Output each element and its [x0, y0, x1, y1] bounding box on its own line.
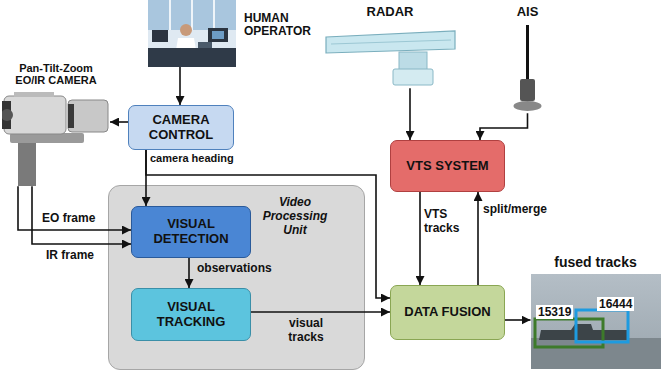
track-id-label: 16444	[597, 297, 634, 311]
illustration-label: Pan-Tilt-Zoom EO/IR CAMERA	[14, 62, 98, 86]
process-box: VISUAL TRACKING	[131, 288, 251, 341]
connector-arrow	[505, 319, 531, 321]
process-box: VISUAL DETECTION	[131, 206, 251, 258]
radar-antenna-photo	[323, 23, 458, 88]
illustration-part	[191, 0, 193, 30]
illustration-part	[208, 28, 228, 42]
connector-arrow	[146, 150, 390, 298]
illustration-part	[326, 31, 455, 53]
ais-illustration: AIS	[490, 5, 565, 113]
edge-label: observations	[197, 262, 272, 276]
edge-label: IR frame	[46, 249, 94, 263]
box-label: VISUAL DETECTION	[138, 217, 244, 247]
connector-arrow	[179, 67, 181, 105]
ais-antenna-photo	[495, 23, 560, 113]
illustration-label: fused tracks	[554, 255, 636, 270]
connector-arrow	[188, 258, 190, 288]
process-box: CAMERA CONTROL	[128, 105, 234, 150]
illustration-part	[2, 109, 13, 121]
illustration-part	[520, 79, 535, 101]
illustration-part	[393, 69, 433, 85]
illustration-part	[148, 0, 236, 30]
edge-label: VTS tracks	[424, 208, 472, 236]
fused-tracks-photo	[531, 274, 661, 369]
illustration-part	[526, 25, 529, 81]
connector-arrow	[18, 186, 131, 230]
illustration-part	[148, 0, 236, 67]
connector-arrow	[145, 150, 147, 206]
illustration-part	[148, 48, 236, 67]
edge-label: split/merge	[483, 203, 547, 217]
edge-label: visual tracks	[270, 317, 342, 345]
illustration-part	[213, 0, 215, 30]
connector-arrow	[477, 192, 479, 285]
connector-arrow	[419, 192, 421, 285]
illustration-part	[399, 52, 427, 70]
box-label: VISUAL TRACKING	[138, 300, 244, 330]
radar-illustration: RADAR	[320, 5, 460, 88]
process-box: DATA FUSION	[390, 285, 505, 340]
process-box: VTS SYSTEM	[390, 140, 505, 192]
box-label: VTS SYSTEM	[406, 159, 488, 174]
camera-illustration: Pan-Tilt-Zoom EO/IR CAMERA	[0, 62, 112, 186]
edge-label: camera heading	[150, 152, 234, 165]
illustration-part	[14, 92, 54, 97]
illustration-part	[198, 42, 212, 48]
illustration-part	[514, 101, 542, 111]
edge-label: EO frame	[42, 212, 95, 226]
connector-arrow	[110, 121, 128, 123]
illustration-part	[180, 24, 192, 36]
group-region: Video Processing UnitVISUAL DETECTION VIS…	[108, 185, 365, 370]
connector-arrow	[251, 311, 390, 313]
box-label: DATA FUSION	[404, 305, 490, 320]
illustration-part	[152, 30, 168, 42]
illustration-part	[68, 100, 108, 132]
operator-photo	[148, 0, 236, 67]
box-label: CAMERA CONTROL	[135, 113, 227, 143]
region-label: Video Processing Unit	[257, 196, 333, 237]
ptz-camera-photo	[2, 86, 110, 186]
track-id-label: 15319	[536, 305, 573, 319]
illustration-part	[576, 310, 628, 342]
illustration-part	[212, 31, 224, 39]
illustration-label: AIS	[517, 5, 539, 19]
illustration-part	[539, 324, 629, 340]
illustration-part	[68, 104, 74, 128]
illustration-label: RADAR	[367, 5, 414, 19]
connector-arrow	[409, 88, 411, 140]
illustration-part	[4, 96, 66, 134]
connector-arrow	[32, 186, 131, 244]
operator-illustration: HUMAN OPERATOR	[148, 0, 338, 67]
connector-arrow	[480, 113, 528, 140]
illustration-part	[169, 0, 171, 30]
illustration-part	[331, 40, 451, 44]
illustration-part	[531, 274, 661, 369]
illustration-part	[18, 141, 36, 186]
illustration-label: HUMAN OPERATOR	[244, 0, 324, 38]
